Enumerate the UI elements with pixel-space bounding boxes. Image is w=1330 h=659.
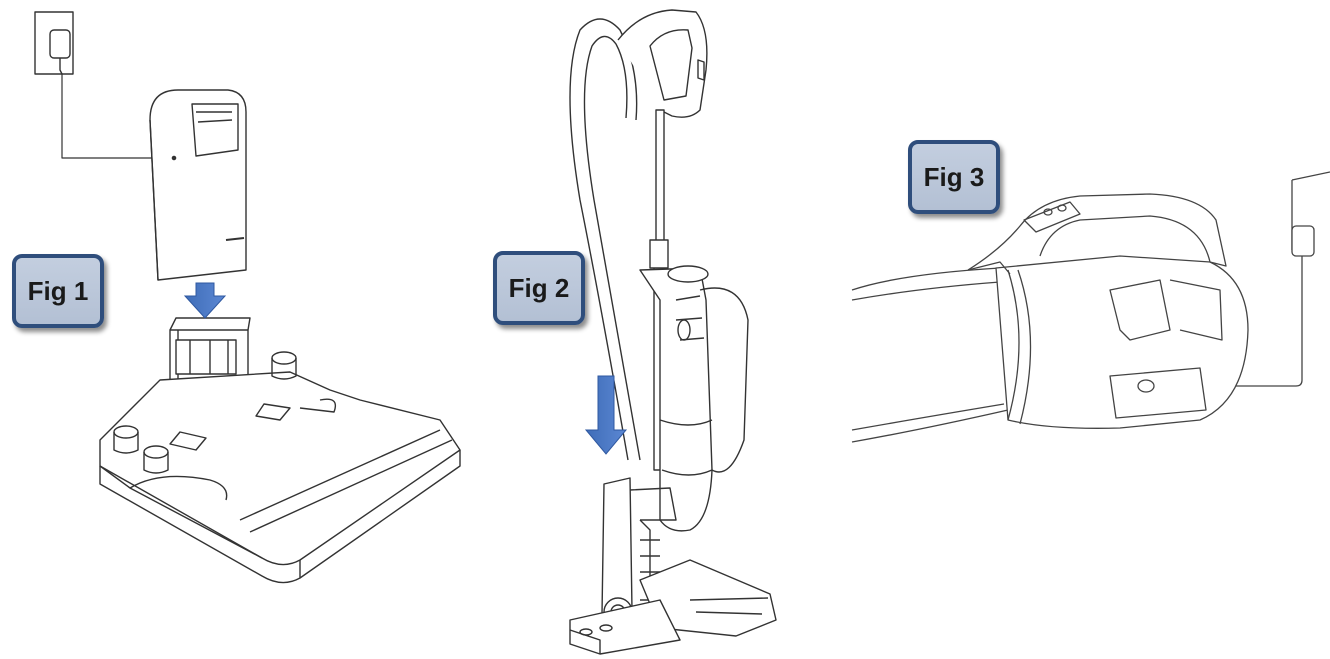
- fig2-label: Fig 2: [493, 251, 585, 325]
- fig1-illustration: [34, 11, 461, 584]
- charger-cable: [61, 74, 156, 159]
- fig2-illustration: [569, 9, 777, 655]
- fig1-arrow-down-icon: [183, 282, 227, 319]
- wall-outlet-icon: [1150, 171, 1330, 387]
- vacuum-handle: [617, 9, 708, 118]
- wall-outlet-icon: [34, 11, 74, 75]
- battery-pack: [149, 89, 247, 281]
- handheld-body: [995, 255, 1249, 429]
- handheld-handle: [967, 193, 1227, 275]
- fig1-label: Fig 1: [12, 254, 104, 328]
- docking-base: [99, 351, 461, 584]
- vacuum-floor-head: [569, 559, 777, 655]
- fig3-label: Fig 3: [908, 140, 1000, 214]
- vacuum-motor-body: [639, 265, 749, 532]
- fig3-illustration: [851, 171, 1330, 443]
- fig2-arrow-down-icon: [584, 375, 628, 455]
